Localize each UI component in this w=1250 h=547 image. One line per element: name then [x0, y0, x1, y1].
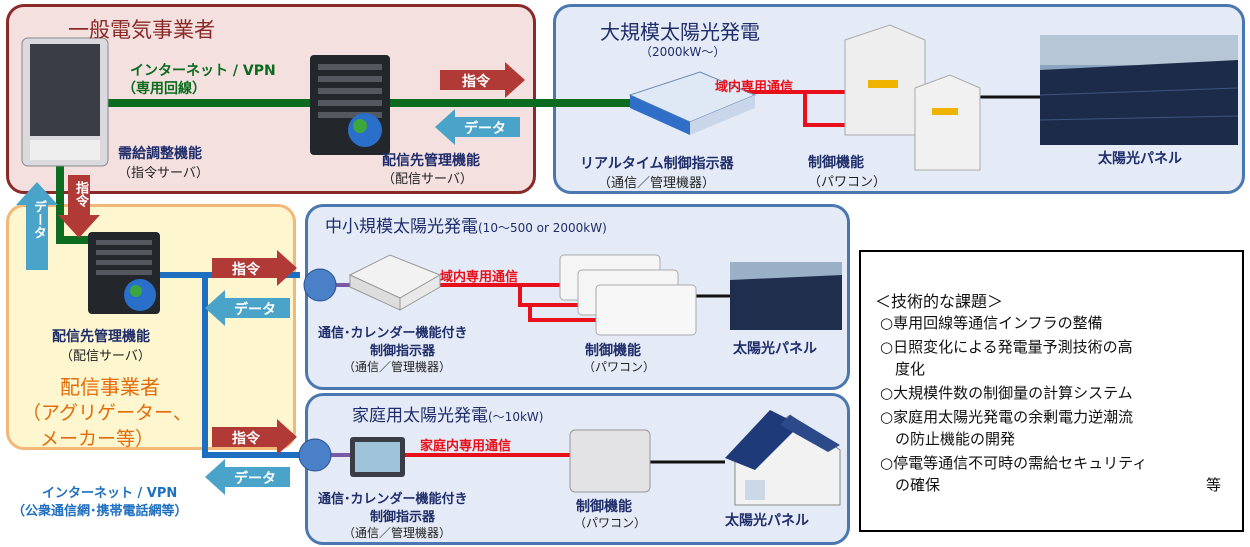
supply-server-icon	[21, 37, 109, 167]
home-device-label-1: 通信･カレンダー機能付き	[318, 492, 468, 507]
aggregator-title-3: メーカー等）	[40, 428, 155, 450]
realtime-controller-icon	[628, 71, 757, 135]
mid-ctrl-sub: （パワコン）	[583, 360, 656, 374]
large-panel-label: 太陽光パネル	[1098, 151, 1182, 167]
realtime-controller-label: リアルタイム制御指示器	[580, 156, 734, 172]
issues-etc: 等	[1206, 476, 1222, 494]
command-label-mid: 指令	[232, 262, 260, 278]
home-pcs-icon	[569, 429, 651, 493]
mid-device-sub: （通信／管理機器）	[343, 360, 452, 374]
mid-device-label-2: 制御指示器	[370, 344, 436, 359]
mid-pv-title-suffix: (10～500 or 2000kW)	[478, 221, 607, 235]
mid-panel-label: 太陽光パネル	[733, 341, 817, 357]
mid-solar-panel-icon	[730, 262, 842, 330]
home-device-label-2: 制御指示器	[370, 510, 436, 525]
public-net-sub: （公衆通信網･携帯電話網等）	[12, 504, 188, 519]
home-pv-title-suffix: (～10kW)	[488, 410, 544, 424]
mid-pv-comm-label: 域内専用通信	[440, 270, 519, 285]
issue-line-7: ○停電等通信不可時の需給セキュリティ	[880, 454, 1148, 472]
utility-network-label: インターネット / VPN	[130, 63, 276, 79]
aggregator-server-icon	[88, 232, 160, 314]
utility-network-sub: （専用回線）	[122, 81, 206, 97]
home-hub-icon	[298, 438, 332, 472]
blue-line-down	[202, 278, 300, 458]
home-device-sub: （通信／管理機器）	[343, 526, 452, 540]
issues-title: ＜技術的な課題＞	[875, 292, 1004, 311]
data-arrow-home	[205, 459, 290, 495]
home-ctrl-label: 制御機能	[576, 499, 632, 515]
command-arrow-down	[58, 175, 100, 238]
data-label-utility: データ	[464, 121, 506, 137]
issue-line-6: の防止機能の開発	[880, 430, 1016, 448]
red-line-mid	[440, 283, 605, 322]
mid-device-label-1: 通信･カレンダー機能付き	[318, 326, 468, 341]
issue-line-3: 度化	[880, 360, 926, 378]
mid-pcs-icon	[559, 254, 697, 336]
data-arrow-utility	[435, 109, 520, 145]
aggregator-title: 配信事業者	[60, 375, 160, 399]
aggregator-title-2: （アグリゲーター、	[22, 402, 192, 424]
public-net-label: インターネット / VPN	[42, 486, 178, 501]
house-icon	[725, 410, 841, 506]
large-ctrl-sub: （パワコン）	[808, 175, 887, 190]
issue-line-5: ○家庭用太陽光発電の余剰電力逆潮流	[880, 408, 1134, 426]
command-arrow-home	[212, 419, 297, 455]
data-arrow-up	[16, 182, 58, 270]
data-arrow-mid	[205, 290, 290, 326]
home-panel-label: 太陽光パネル	[725, 513, 809, 529]
mid-pv-title: 中小規模太陽光発電(10～500 or 2000kW)	[325, 212, 607, 237]
supply-function-sub: （指令サーバ）	[118, 166, 209, 181]
utility-distribution-server-icon	[310, 55, 390, 155]
large-pv-subtitle: （2000kW～）	[640, 45, 726, 59]
command-arrow-utility	[440, 62, 525, 98]
large-pv-title: 大規模太陽光発電	[600, 20, 760, 44]
utility-title: 一般電気事業者	[68, 18, 215, 42]
command-label-home: 指令	[232, 431, 260, 447]
mid-pv-title-main: 中小規模太陽光発電	[325, 217, 478, 237]
large-ctrl-label: 制御機能	[808, 155, 864, 171]
aggregator-mgmt-label: 配信先管理機能	[52, 329, 150, 345]
data-label-up: データ	[31, 200, 46, 239]
large-pv-comm-label: 域内専用通信	[715, 80, 794, 95]
home-controller-icon	[350, 437, 405, 477]
issue-line-2: ○日照変化による発電量予測技術の高	[880, 338, 1133, 356]
large-pcs-icon	[844, 24, 981, 171]
issue-line-4: ○大規模件数の制御量の計算システム	[880, 384, 1133, 402]
command-label-down: 指令	[73, 181, 88, 207]
command-label-utility: 指令	[462, 74, 490, 90]
utility-mgmt-sub: （配信サーバ）	[382, 172, 473, 187]
green-line-down	[56, 160, 90, 244]
aggregator-mgmt-sub: （配信サーバ）	[60, 349, 151, 364]
command-arrow-mid	[212, 250, 297, 286]
mid-controller-icon	[348, 254, 442, 311]
issue-line-1: ○専用回線等通信インフラの整備	[880, 314, 1103, 332]
utility-mgmt-label: 配信先管理機能	[382, 153, 480, 169]
mid-ctrl-label: 制御機能	[585, 343, 641, 359]
data-label-home: データ	[234, 471, 276, 487]
realtime-controller-sub: （通信／管理機器）	[598, 176, 716, 191]
data-label-mid: データ	[234, 302, 276, 318]
supply-function-label: 需給調整機能	[118, 146, 202, 162]
mid-hub-icon	[303, 268, 337, 302]
home-ctrl-sub: （パワコン）	[574, 516, 647, 530]
issues-box	[859, 250, 1244, 532]
issue-line-8: の確保	[880, 476, 941, 494]
large-solar-panel-icon	[1039, 35, 1239, 145]
home-pv-title: 家庭用太陽光発電(～10kW)	[352, 401, 543, 426]
home-pv-title-main: 家庭用太陽光発電	[352, 406, 488, 426]
home-pv-comm-label: 家庭内専用通信	[420, 439, 512, 454]
